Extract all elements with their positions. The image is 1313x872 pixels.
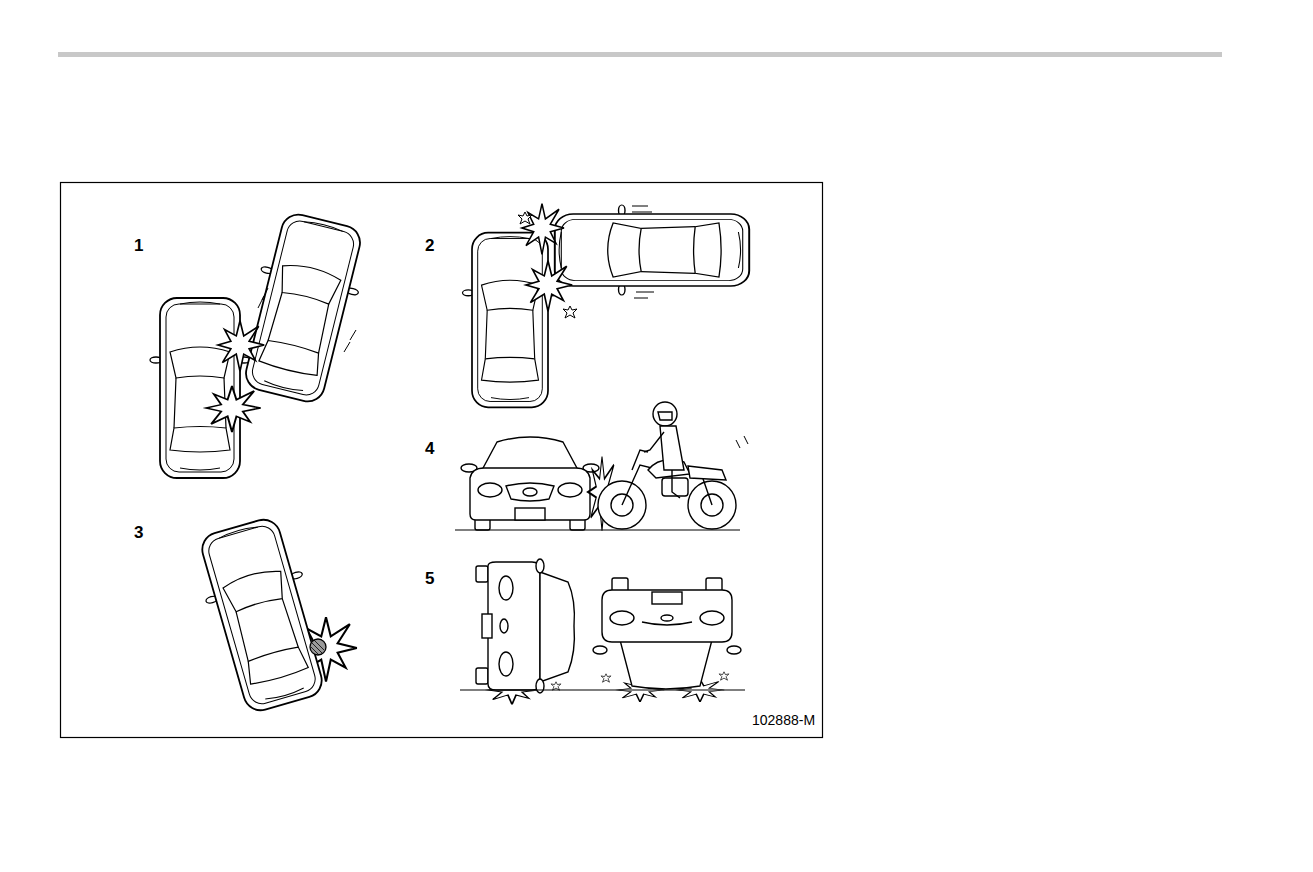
illustration-part xyxy=(523,488,537,496)
callout-number: 3 xyxy=(134,524,143,541)
illustration-part xyxy=(476,566,488,582)
illustration-part xyxy=(719,672,729,680)
illustration-part xyxy=(536,559,544,573)
figure-code: 102888-M xyxy=(752,713,815,727)
illustration-part xyxy=(610,611,634,625)
ground-line xyxy=(460,689,745,690)
illustration-part xyxy=(189,513,336,717)
illustration-part xyxy=(518,212,532,224)
illustration-part xyxy=(551,682,561,690)
callout-number: 2 xyxy=(425,237,434,254)
illustration-part xyxy=(658,412,672,420)
scene-motorcycle-collision xyxy=(461,402,748,530)
illustration-part xyxy=(662,478,688,496)
illustration-part xyxy=(463,233,558,408)
illustration-part xyxy=(644,432,664,452)
frame xyxy=(61,183,823,738)
illustration-part xyxy=(700,611,724,625)
illustration-part xyxy=(499,652,513,676)
illustration-part xyxy=(500,619,508,633)
illustration-part xyxy=(482,614,492,638)
illustration-part xyxy=(661,615,673,621)
illustration-part xyxy=(727,646,741,654)
scene-side-collision xyxy=(150,209,373,478)
illustration-part xyxy=(476,668,488,684)
illustration-part xyxy=(536,679,544,693)
illustration-part xyxy=(593,646,607,654)
illustration-part xyxy=(540,572,574,682)
illustration-part xyxy=(642,622,692,625)
illustration-part xyxy=(478,483,502,497)
illustration-part xyxy=(672,470,680,498)
illustration-part xyxy=(632,206,654,298)
illustration-part xyxy=(206,386,261,432)
scene-rollover xyxy=(476,559,741,704)
illustration-part xyxy=(653,402,677,426)
illustration-part xyxy=(499,576,513,600)
illustration-part xyxy=(688,466,726,480)
illustration-part xyxy=(526,261,572,312)
illustration-part xyxy=(601,674,611,682)
callout-number: 4 xyxy=(425,440,434,457)
scene-t-collision xyxy=(463,204,750,407)
illustration-part xyxy=(233,209,374,408)
illustration-part xyxy=(310,639,326,655)
illustration-part xyxy=(555,205,749,295)
illustration-part xyxy=(736,436,748,448)
illustration-part xyxy=(515,508,545,520)
illustration-part xyxy=(652,592,682,604)
illustration-part xyxy=(563,306,577,318)
illustration-part xyxy=(632,450,648,470)
illustration-part xyxy=(470,468,590,520)
illustration-part xyxy=(482,437,578,470)
ground-line xyxy=(455,529,740,530)
illustration-part xyxy=(558,483,582,497)
illustration-part xyxy=(488,562,540,690)
illustration-part xyxy=(311,640,324,655)
illustration-part xyxy=(602,590,732,642)
illustration-part xyxy=(258,288,356,352)
illustration-part xyxy=(522,204,564,255)
illustration-part xyxy=(218,321,264,372)
illustration-part xyxy=(620,640,712,689)
scene-pole-collision xyxy=(189,513,357,717)
header-rule xyxy=(58,52,1222,57)
callout-number: 1 xyxy=(134,237,143,254)
illustration-part xyxy=(150,298,250,478)
callout-number: 5 xyxy=(425,570,434,587)
illustration-part xyxy=(506,483,554,501)
